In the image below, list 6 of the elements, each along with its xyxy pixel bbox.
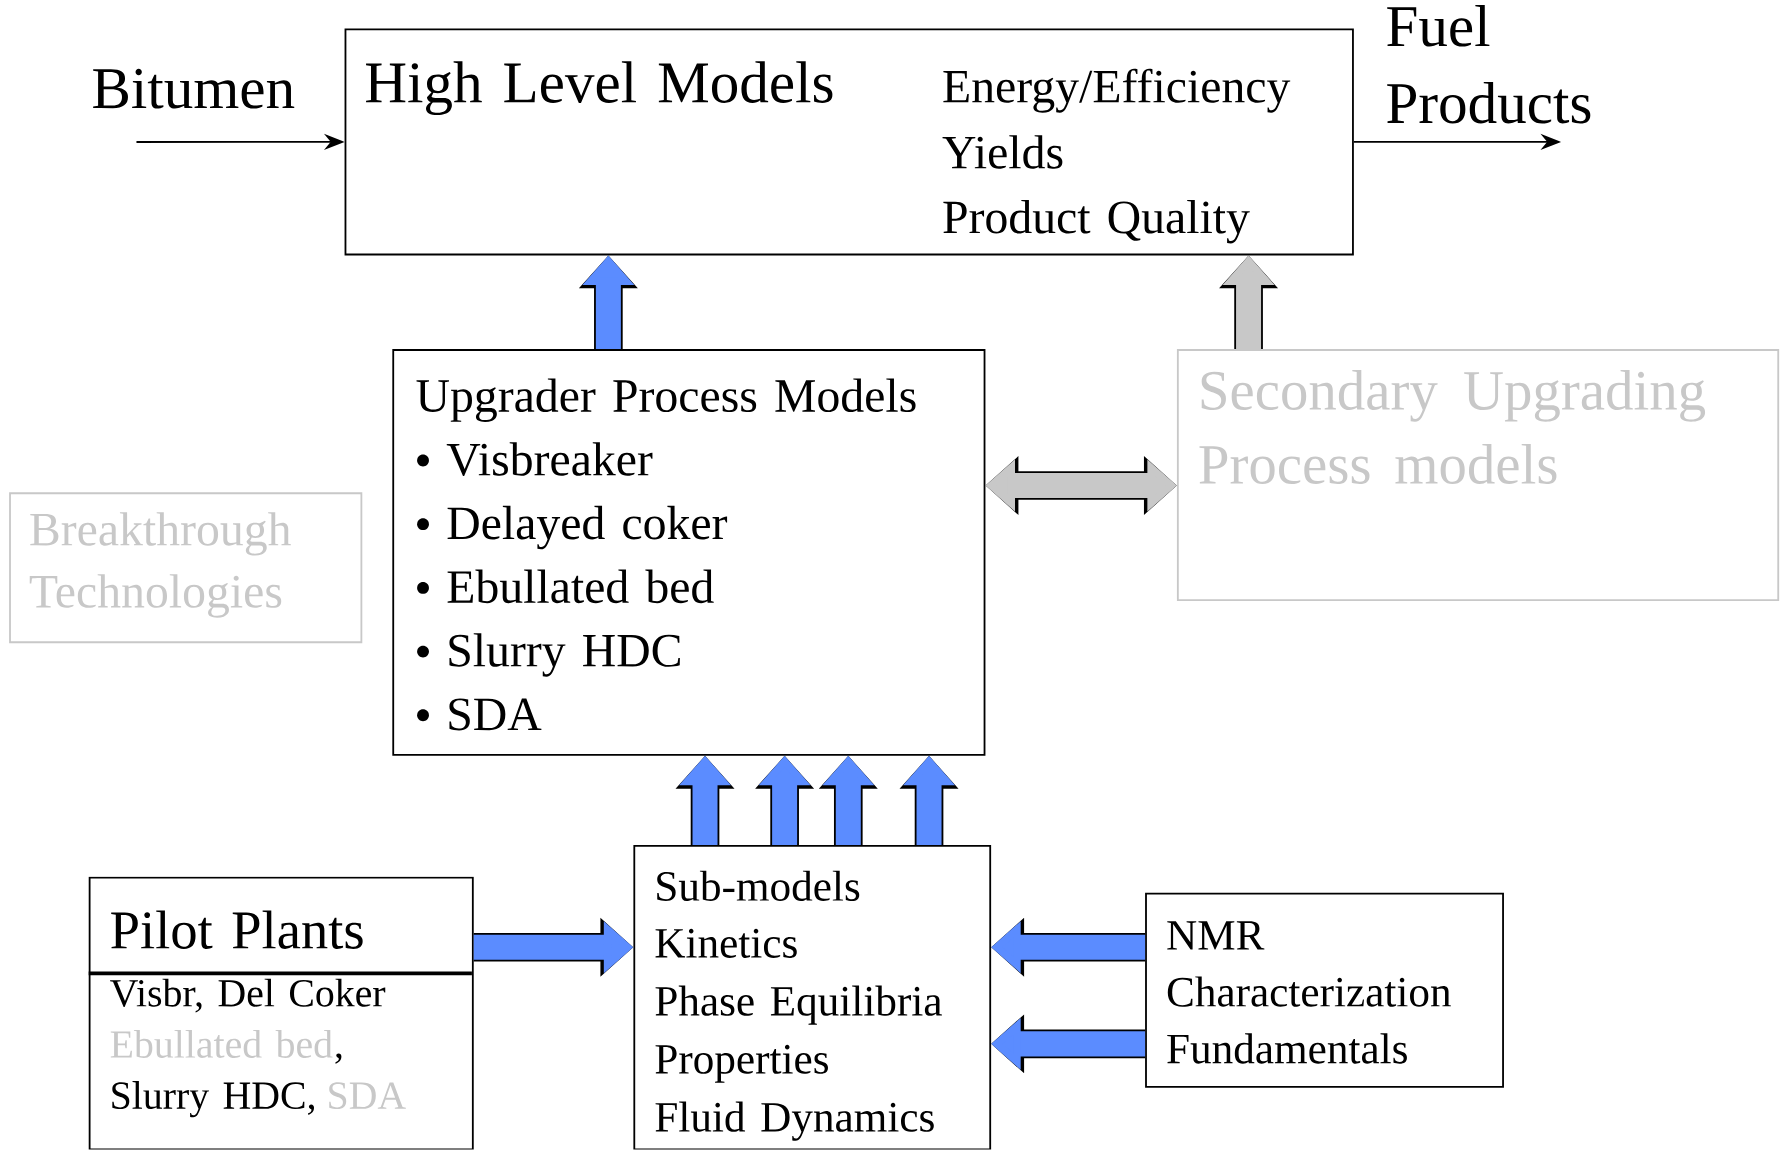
model-box: High Level Models Energy/Efficiency Yields Product Quality	[344, 28, 1354, 256]
process-box: Upgrader Process Models Visbreaker Delayed coker Ebullated bed Slurry HDC SDA	[392, 349, 986, 756]
submodel-box: Sub-models Kinetics Phase Equilibria Properties Fluid Dynamics	[633, 845, 992, 1150]
input-label: Bitumen	[93, 69, 295, 109]
output-label: Fuel Products	[1387, 5, 1591, 124]
input-box: NMR Characterization Fundamentals	[1145, 892, 1504, 1088]
